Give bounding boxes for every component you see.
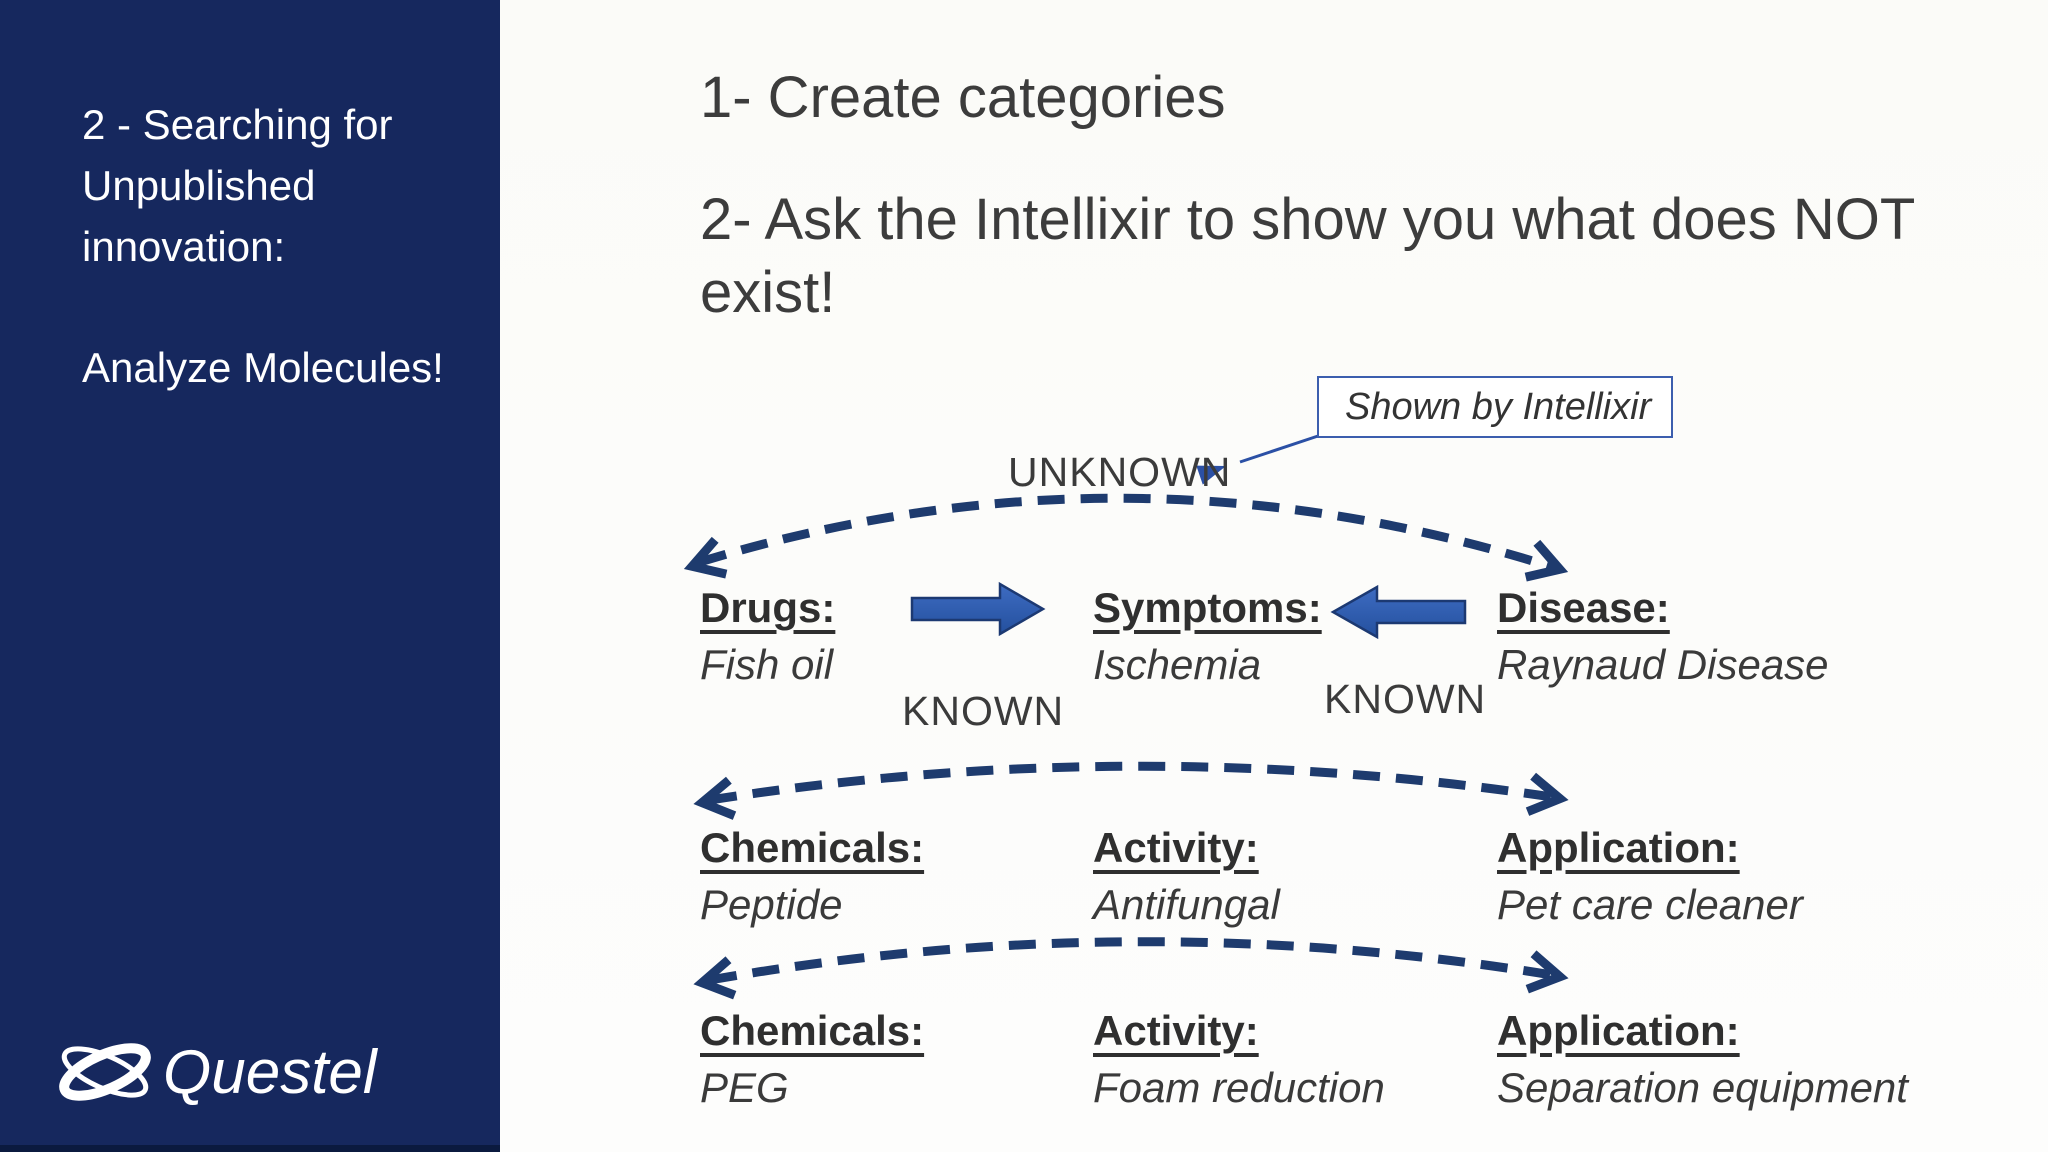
arc-arrowhead-left: [693, 956, 737, 1000]
category-value: Foam reduction: [1093, 1064, 1385, 1111]
category-label: Chemicals:: [700, 824, 925, 871]
category-value: Pet care cleaner: [1497, 881, 1803, 928]
unknown-arc-row3: [709, 937, 1553, 985]
sidebar-bottom-strip: [0, 1145, 500, 1152]
arc-arrowhead-right: [1524, 539, 1569, 582]
arc-arrowhead-right: [1525, 950, 1569, 994]
slide-title-line: innovation:: [82, 223, 286, 270]
category-cell-disease: Disease: Raynaud Disease: [1497, 584, 1829, 689]
category-value: Antifungal: [1093, 881, 1280, 928]
callout-text: Shown by Intellixir: [1345, 385, 1652, 428]
category-cell-activity-1: Activity: Antifungal: [1093, 824, 1280, 929]
heading-ask-intellixir-line1: 2- Ask the Intellixir to show you what d…: [700, 187, 1916, 252]
heading-ask-intellixir: 2- Ask the Intellixir to show you what d…: [700, 183, 1915, 329]
unknown-arc: [698, 493, 1554, 572]
arc-arrowhead-left: [683, 536, 728, 579]
category-cell-chemicals-2: Chemicals: PEG: [700, 1007, 924, 1112]
category-label: Activity:: [1093, 1007, 1259, 1054]
category-cell-drugs: Drugs: Fish oil: [700, 584, 835, 689]
category-cell-chemicals-1: Chemicals: Peptide: [700, 824, 924, 929]
slide-title-line: 2 - Searching for: [82, 101, 393, 148]
questel-logo-text: Questel: [163, 1037, 377, 1107]
heading-create-categories: 1- Create categories: [700, 65, 1226, 130]
heading-ask-intellixir-line2: exist!: [700, 260, 836, 325]
category-value: Raynaud Disease: [1497, 641, 1829, 688]
unknown-arc-row2: [709, 761, 1553, 805]
questel-logo: Questel: [55, 1030, 377, 1114]
arc-arrowhead-left: [693, 776, 737, 820]
questel-orbit-icon: [59, 1043, 151, 1101]
known-arrow-left: [1330, 584, 1467, 640]
category-value: Fish oil: [700, 641, 834, 688]
category-label: Application:: [1497, 824, 1740, 871]
category-label: Disease:: [1497, 584, 1670, 631]
category-cell-activity-2: Activity: Foam reduction: [1093, 1007, 1385, 1112]
category-value: PEG: [700, 1064, 789, 1111]
known-label-2: KNOWN: [1324, 676, 1487, 722]
arc-arrowhead-right: [1525, 772, 1569, 816]
category-label: Application:: [1497, 1007, 1740, 1054]
slide-title-line: Unpublished: [82, 162, 316, 209]
category-label: Chemicals:: [700, 1007, 925, 1054]
category-value: Peptide: [700, 881, 843, 928]
callout-pointer-line: [1239, 434, 1319, 464]
category-value: Separation equipment: [1497, 1064, 1908, 1111]
category-label: Activity:: [1093, 824, 1259, 871]
slide-subtitle: Analyze Molecules!: [82, 344, 444, 391]
category-cell-application-2: Application: Separation equipment: [1497, 1007, 1908, 1112]
category-cell-symptoms: Symptoms: Ischemia: [1093, 584, 1322, 689]
category-cell-application-1: Application: Pet care cleaner: [1497, 824, 1803, 929]
category-label: Symptoms:: [1093, 584, 1322, 631]
callout-box: Shown by Intellixir: [1317, 376, 1673, 438]
slide-title: 2 - Searching for Unpublished innovation…: [82, 94, 393, 277]
known-arrow-right: [910, 581, 1046, 637]
unknown-label: UNKNOWN: [1008, 449, 1232, 495]
known-label-1: KNOWN: [902, 688, 1065, 734]
sidebar: 2 - Searching for Unpublished innovation…: [0, 0, 500, 1152]
category-label: Drugs:: [700, 584, 836, 631]
category-value: Ischemia: [1093, 641, 1262, 688]
